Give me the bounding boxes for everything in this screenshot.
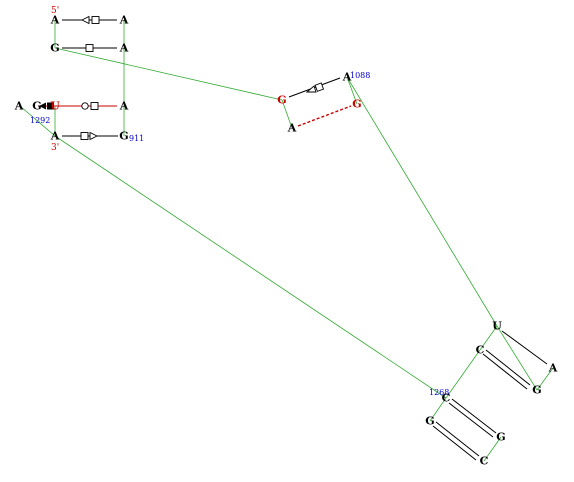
- pair-u7-a8: [38, 102, 117, 110]
- backbone-segment: [346, 76, 498, 327]
- backbone-segment: [54, 47, 283, 101]
- backbone-segment: [346, 76, 358, 105]
- five-prime-label: 5': [51, 6, 59, 16]
- nucleotide-g: G: [352, 98, 361, 111]
- open-square-symbol: [80, 132, 89, 140]
- pair-u15-g18: [501, 330, 548, 365]
- nucleotide-g: G: [496, 431, 505, 444]
- backbone-segment: [483, 436, 502, 462]
- nucleotide-a: A: [50, 130, 60, 143]
- backbone-segment: [445, 349, 481, 399]
- open-circle-symbol: [81, 102, 89, 110]
- nucleotide-g: G: [50, 42, 59, 55]
- pair-c16-g18: [482, 349, 531, 390]
- backbone-segment: [429, 397, 447, 422]
- open-triangle-symbol: [80, 15, 90, 25]
- backbone-segment: [536, 367, 554, 391]
- filled-square-symbol: [47, 102, 54, 110]
- backbone-segment: [281, 99, 293, 129]
- nucleotide-a: A: [548, 362, 558, 375]
- backbone-segment: [19, 105, 56, 137]
- residue-number-1292: 1292: [30, 116, 50, 125]
- pair-g3-a4: [62, 44, 117, 52]
- pair-a1-a2: [62, 15, 117, 25]
- pair-a9-g10: [62, 131, 118, 141]
- pair-g11-a12: [288, 77, 341, 98]
- residue-number-1268: 1268: [429, 388, 449, 397]
- pair-g13-a14: [297, 105, 352, 127]
- three-prime-label: 3': [51, 143, 59, 153]
- nucleotide-u: U: [50, 100, 60, 113]
- open-square-symbol: [314, 82, 325, 92]
- open-square-symbol: [91, 16, 100, 24]
- nucleotide-g: G: [532, 384, 541, 397]
- nucleotide-g: G: [119, 130, 128, 143]
- open-triangle-symbol: [305, 85, 317, 93]
- backbone-lines: [19, 20, 554, 462]
- backbone-segment: [479, 325, 498, 351]
- filled-triangle-symbol: [39, 102, 46, 110]
- nucleotide-a: A: [119, 14, 129, 27]
- pair-c19-g20: [448, 398, 497, 438]
- nucleotide-c: C: [480, 455, 489, 468]
- backbone-segment: [54, 135, 447, 399]
- backbone-segment: [496, 325, 538, 391]
- nucleotide-g: G: [425, 415, 434, 428]
- nucleotide-g: G: [277, 94, 286, 107]
- open-square-symbol: [90, 102, 99, 110]
- open-triangle-symbol: [89, 131, 99, 141]
- nucleotide-c: C: [476, 344, 485, 357]
- nucleotide-c: C: [442, 392, 451, 405]
- residue-number-911: 911: [129, 134, 144, 143]
- nucleotide-a: A: [50, 14, 60, 27]
- nucleotide-u: U: [492, 320, 502, 333]
- nucleotide-g: G: [32, 100, 41, 113]
- nucleotide-a: A: [342, 71, 352, 84]
- nucleotide-a: A: [119, 100, 129, 113]
- nucleotide-a: A: [119, 42, 129, 55]
- residue-number-1088: 1088: [350, 71, 370, 80]
- nucleotide-a: A: [287, 122, 297, 135]
- nucleotide-a: A: [14, 100, 24, 113]
- pair-g21-c22: [432, 421, 480, 461]
- open-square-symbol: [85, 44, 94, 52]
